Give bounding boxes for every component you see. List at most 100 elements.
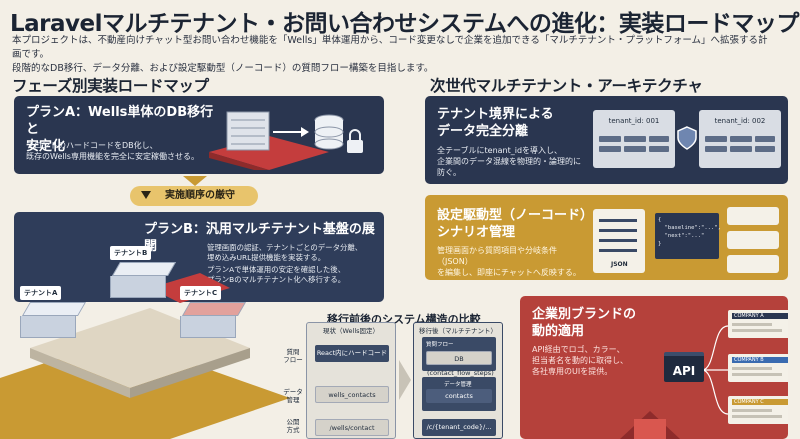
architecture-title-line: テナント境界による — [437, 107, 554, 122]
plan-a-title-line: 安定化 — [26, 139, 66, 154]
company-b-card: COMPANY B — [728, 354, 788, 382]
card-line — [599, 249, 637, 252]
row-block — [649, 136, 669, 142]
tenant-b-label: テナントB — [110, 246, 152, 260]
architecture-text-line: 全テーブルにtenant_idを導入し、 — [437, 146, 563, 155]
api-connectors — [702, 325, 729, 415]
plan-b-panel: プランB：汎用マルチテナント基盤の展開 管理画面の認証、テナントごとのデータ分離… — [14, 212, 384, 302]
order-arrow-icon — [183, 176, 207, 186]
card-line — [732, 415, 782, 418]
plan-a-text-line: フロントのハードコードをDB化し、 — [26, 141, 158, 150]
tenant-b-top — [111, 262, 177, 276]
row-block — [755, 136, 775, 142]
row-label-line: 質問 — [286, 348, 300, 356]
row-label-publish: 公開 方式 — [283, 418, 303, 434]
row-label-line: データ — [283, 388, 303, 396]
architecture-panel: テナント境界による データ完全分離 全テーブルにtenant_idを導入し、 企… — [425, 96, 788, 184]
tenant-id-002: tenant_id: 002 — [714, 117, 766, 125]
before-url-cell: /wells/contact — [315, 419, 389, 436]
row-block — [730, 146, 752, 152]
tenant-c-label: テナントC — [180, 286, 222, 300]
company-a-label: COMPANY A — [732, 313, 788, 319]
json-line: } — [658, 241, 662, 247]
card-line — [732, 323, 772, 326]
intro-line: 本プロジェクトは、不動産向けチャット型お問い合わせ機能を「Wells」単体運用か… — [12, 35, 768, 60]
row-block — [649, 146, 669, 152]
architecture-text-line: 防ぐ。 — [437, 168, 461, 177]
scenario-panel: 設定駆動型（ノーコード） シナリオ管理 管理画面から質問項目や分岐条件（JSON… — [425, 195, 788, 280]
after-header: 移行後（マルチテナント） — [419, 327, 497, 335]
scenario-text: 管理画面から質問項目や分岐条件（JSON） を編集し、即座にチャットへ反映する。 — [437, 245, 587, 278]
plan-a-text: フロントのハードコードをDB化し、 既存のWells専用機能を完全に安定稼働させ… — [26, 140, 226, 162]
company-c-label: COMPANY C — [732, 399, 788, 405]
branding-text: API経由でロゴ、カラー、 担当者名を動的に取得し、 各社専用のUIを提供。 — [532, 344, 642, 377]
api-icon: API — [664, 352, 704, 382]
tenant-id-001-box: tenant_id: 001 — [593, 110, 675, 168]
company-a-card: COMPANY A — [728, 310, 788, 338]
architecture-title-line: データ完全分離 — [437, 124, 529, 139]
plan-b-text-line: プランAで単体運用の安定を確認した後、 — [207, 265, 346, 274]
card-line — [732, 373, 782, 376]
row-label-line: 管理 — [286, 396, 300, 404]
row-block — [624, 146, 646, 152]
intro-text: 本プロジェクトは、不動産向けチャット型お問い合わせ機能を「Wells」単体運用か… — [12, 34, 772, 76]
row-label-flow: 質問 フロー — [283, 348, 303, 364]
roadmap-heading: フェーズ別実装ロードマップ — [12, 77, 209, 95]
branding-title-line: 動的適用 — [532, 324, 585, 339]
after-column: 移行後（マルチテナント） 質問フロー DB (contact_flow_step… — [413, 322, 503, 439]
chat-bubble — [727, 255, 779, 273]
scenario-text-line: を編集し、即座にチャットへ反映する。 — [437, 268, 581, 277]
order-badge: 実施順序の厳守 — [130, 186, 258, 206]
tenant-b: テナントB — [110, 246, 178, 298]
card-line — [599, 229, 637, 232]
scenario-title-line: 設定駆動型（ノーコード） — [437, 208, 594, 223]
database-icon — [314, 114, 344, 150]
branding-text-line: 担当者名を動的に取得し、 — [532, 356, 628, 365]
branding-title-line: 企業別ブランドの — [532, 307, 637, 322]
row-block — [730, 136, 752, 142]
row-label-line: フロー — [283, 356, 303, 364]
chat-bubble — [727, 207, 779, 225]
page-title: Laravelマルチテナント・お問い合わせシステムへの進化：実装ロードマップ — [10, 11, 799, 37]
plan-a-title-line: プランA：Wells単体のDB移行と — [26, 105, 214, 137]
branding-text-line: 各社専用のUIを提供。 — [532, 367, 613, 376]
row-block — [599, 136, 621, 142]
plan-b-text-line: 管理画面の認証、テナントごとのデータ分離、 — [207, 243, 363, 252]
row-label-line: 方式 — [286, 426, 300, 434]
after-flow-cell: DB (contact_flow_steps) — [426, 351, 494, 377]
card-line — [599, 239, 637, 242]
row-block — [705, 146, 727, 152]
before-data-cell: wells_contacts — [315, 386, 389, 403]
card-line — [732, 367, 772, 370]
tenant-a-side — [20, 316, 76, 338]
after-data-sublabel: データ管理 — [444, 382, 472, 388]
architecture-title: テナント境界による データ完全分離 — [437, 106, 587, 140]
filter-icon — [141, 191, 151, 199]
row-block — [755, 146, 775, 152]
architecture-text: 全テーブルにtenant_idを導入し、 企業間のデータ混線を物理的・論理的に … — [437, 145, 587, 178]
shield-icon — [677, 126, 697, 150]
after-flow-sublabel: 質問フロー — [426, 342, 454, 348]
json-line: "baseline":"...", — [658, 225, 721, 231]
row-label-data: データ 管理 — [283, 388, 303, 404]
tenant-c-top — [181, 302, 247, 316]
before-column: 現状（Wells固定） React内にハードコード wells_contacts… — [306, 322, 396, 439]
tenant-id-001: tenant_id: 001 — [608, 117, 660, 125]
company-b-label: COMPANY B — [732, 357, 788, 363]
branding-title: 企業別ブランドの 動的適用 — [532, 306, 662, 340]
tenant-c: テナントC — [180, 286, 248, 338]
scenario-title: 設定駆動型（ノーコード） シナリオ管理 — [437, 207, 594, 241]
tenant-b-side — [110, 276, 166, 298]
after-data-cell: contacts — [426, 389, 492, 403]
json-label: JSON — [611, 261, 628, 268]
plan-a-text-line: 既存のWells専用機能を完全に安定稼働させる。 — [26, 152, 199, 161]
json-line: { — [658, 217, 662, 223]
row-block — [624, 136, 646, 142]
tenant-a-top — [21, 302, 87, 316]
after-url-cell: /c/{tenant_code}/... — [422, 419, 496, 436]
architecture-heading: 次世代マルチテナント・アーキテクチャ — [430, 77, 703, 95]
branding-panel: 企業別ブランドの 動的適用 API経由でロゴ、カラー、 担当者名を動的に取得し、… — [520, 296, 788, 439]
row-label-line: 公開 — [286, 418, 300, 426]
db-migration-illustration — [209, 111, 363, 170]
company-c-card: COMPANY C — [728, 396, 788, 424]
